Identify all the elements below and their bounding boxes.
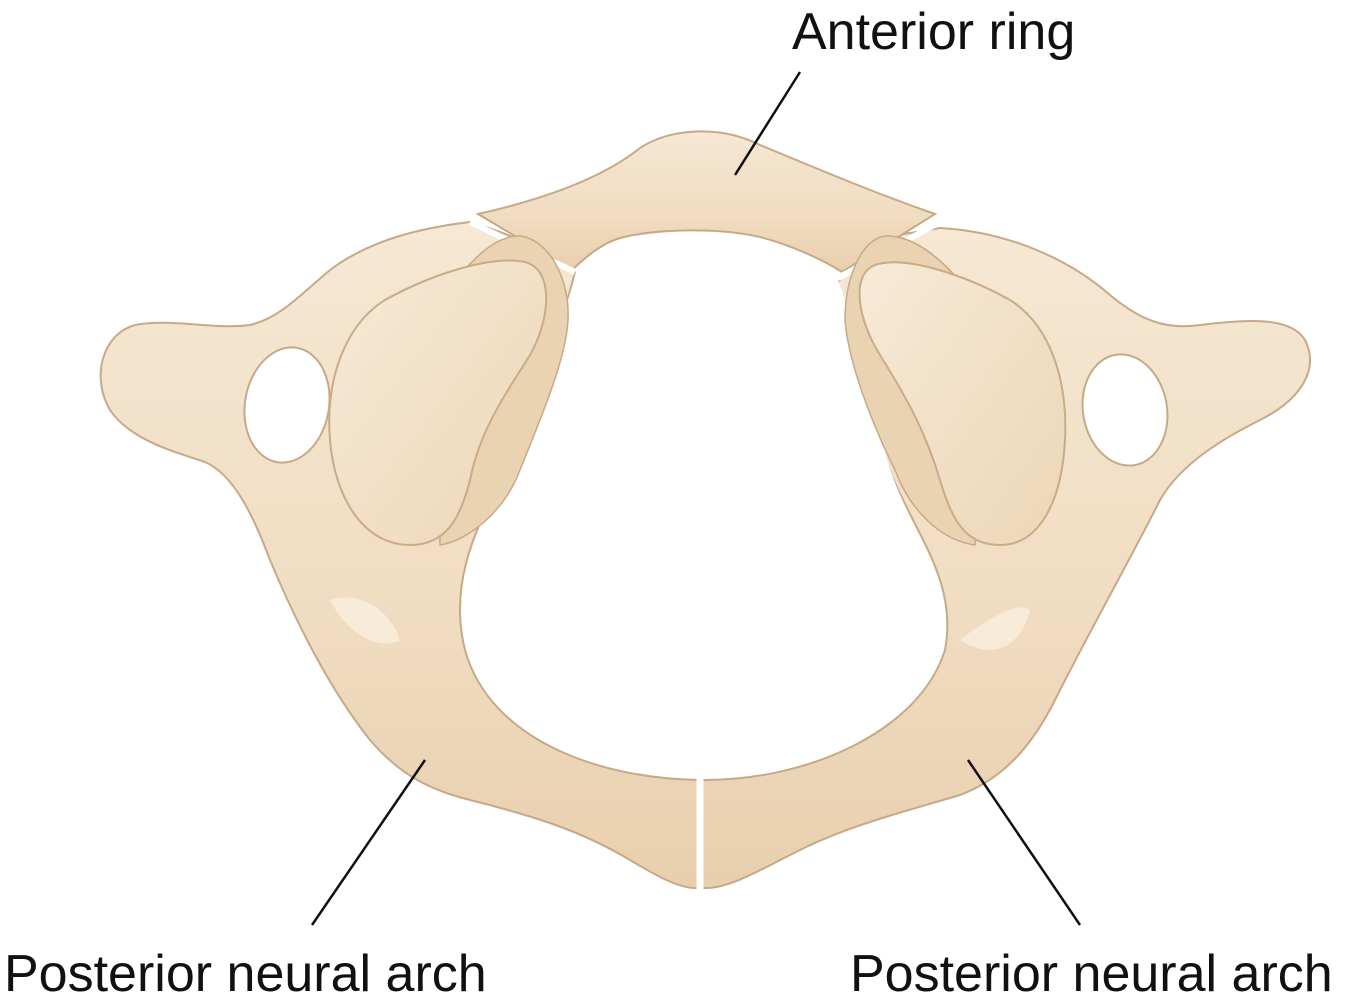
label-posterior-neural-arch-right: Posterior neural arch — [850, 945, 1333, 1003]
highlight-left-arch — [330, 597, 400, 644]
vertebral-foramen — [464, 232, 943, 778]
superior-facet-left — [328, 259, 548, 547]
transverse-foramen-right — [1081, 353, 1169, 467]
superior-facet-right — [858, 261, 1067, 547]
transverse-foramen-left — [243, 346, 331, 464]
highlight-right-arch — [960, 607, 1030, 650]
leader-line-posterior-left — [310, 759, 427, 926]
anterior-ring — [475, 130, 938, 274]
label-anterior-ring: Anterior ring — [792, 3, 1076, 61]
leader-line-posterior-right — [966, 759, 1082, 926]
leader-line-anterior — [733, 71, 802, 176]
label-posterior-neural-arch-left: Posterior neural arch — [4, 945, 487, 1003]
